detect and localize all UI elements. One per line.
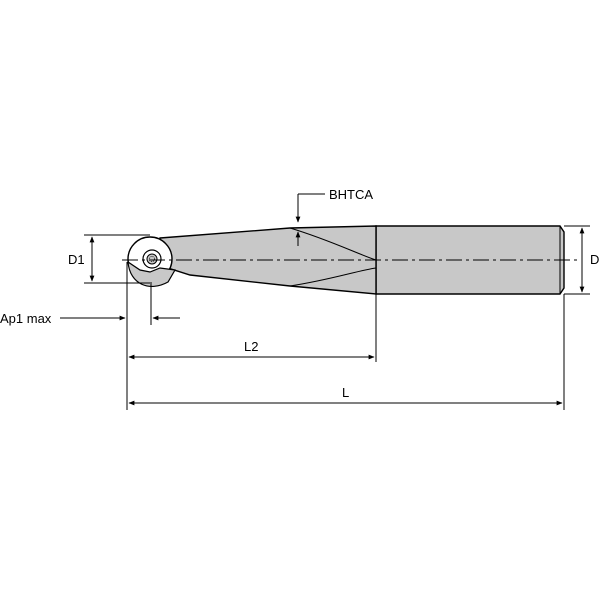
d-label: D	[590, 252, 599, 267]
d-dimension	[564, 225, 590, 295]
l2-label: L2	[244, 339, 258, 354]
l-label: L	[342, 385, 349, 400]
d1-dimension	[84, 234, 150, 284]
ap1-max-label: Ap1 max	[0, 311, 52, 326]
bhtca-label: BHTCA	[329, 187, 373, 202]
bhtca-leader	[295, 193, 325, 246]
ball-nose-insert	[127, 236, 176, 287]
d1-label: D1	[68, 252, 85, 267]
